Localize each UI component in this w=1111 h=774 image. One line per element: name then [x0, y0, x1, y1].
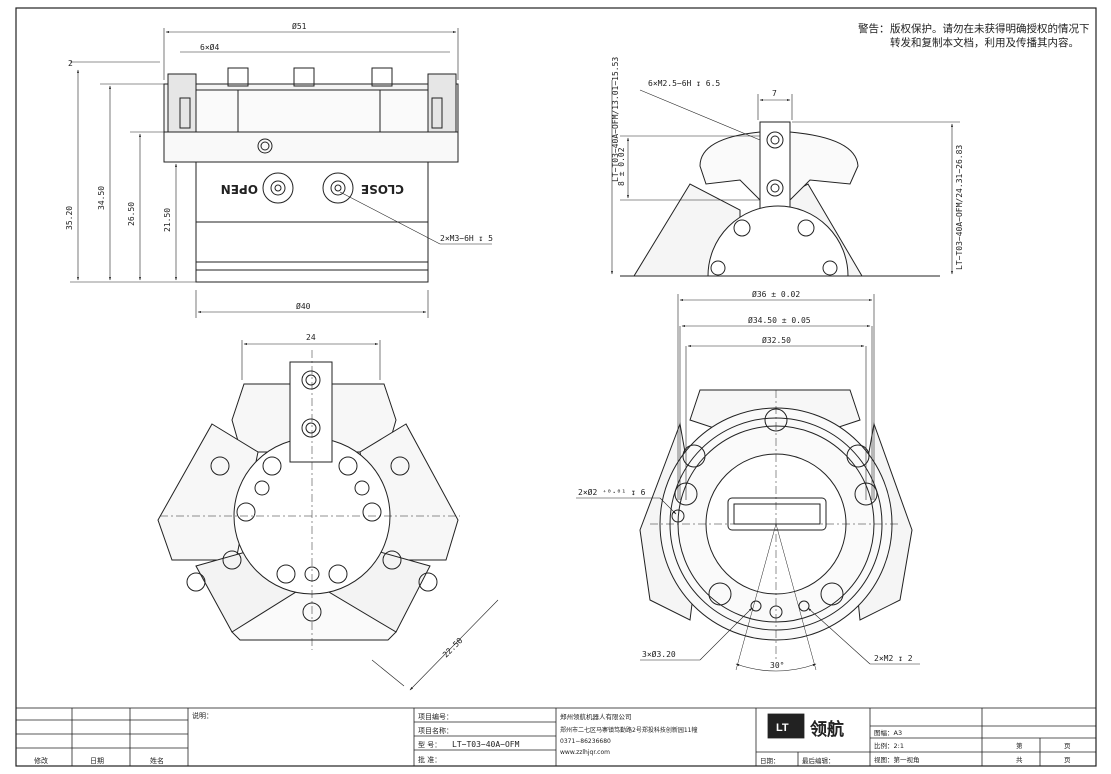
dim-diameter-51: Ø51: [292, 21, 307, 31]
tb-approve: 批 准：: [418, 755, 441, 764]
copyright-warning: 警告：版权保护。请勿在未获得明确授权的情况下 转发和复制本文档，利用及传播其内容…: [858, 23, 1090, 49]
title-block: [15, 707, 1097, 767]
tb-project-no: 项目编号：: [418, 712, 453, 721]
dim-stroke-left: LT−T03−40A−OFM/13.01−15.53: [611, 57, 620, 182]
label-close: CLOSE: [361, 182, 404, 196]
logo-text: 领航: [810, 719, 844, 740]
tb-project-name: 项目名称：: [418, 726, 453, 735]
top-view: [157, 340, 499, 691]
dim-height-34-50: 34.50: [97, 186, 106, 210]
tb-page-label: 第: [1016, 741, 1023, 750]
tb-date-col: 日期: [90, 757, 104, 765]
tb-total-unit: 页: [1064, 756, 1071, 764]
tb-page-unit: 页: [1064, 742, 1071, 750]
tb-phone: 0371−86236680: [560, 738, 611, 745]
dim-pin-holes: 2×Ø2 ⁺⁰·⁰¹ ↧ 6: [578, 487, 646, 497]
front-view: [70, 28, 492, 318]
tb-name-col: 姓名: [150, 756, 164, 765]
dim-height-26-50: 26.50: [127, 202, 136, 226]
tb-date: 日期：: [760, 757, 780, 765]
dim-holes-6x4: 6×Ø4: [200, 42, 219, 52]
dim-tol-8: 8 ± 0.02: [617, 147, 626, 186]
dim-radius-22-50: 22.50: [441, 636, 465, 660]
dim-thread-m3: 2×M3−6H ↧ 5: [440, 234, 493, 243]
label-open: OPEN: [221, 182, 258, 196]
dim-height-35-20: 35.20: [65, 206, 74, 230]
logo-mark: LT: [776, 722, 789, 734]
tb-model-label: 型 号：: [418, 740, 441, 749]
dim-thread-m2: 2×M2 ↧ 2: [874, 654, 913, 663]
tb-revision: 修改: [34, 756, 48, 765]
tb-last-edit: 最后编辑：: [802, 756, 835, 765]
dim-diameter-34-5: Ø34.50 ± 0.05: [748, 315, 811, 325]
side-view: [610, 80, 960, 277]
tb-notes: 说明：: [192, 711, 213, 720]
dim-thread-m2-5: 6×M2.5−6H ↧ 6.5: [648, 79, 720, 88]
dim-width-7: 7: [772, 89, 777, 98]
tb-address: 郑州市二七区马寨镇笃勤路2号郑投科技创新园11幢: [560, 726, 697, 734]
tb-total-label: 共: [1016, 755, 1023, 764]
tb-model-value: LT−T03−40A−OFM: [452, 740, 520, 749]
tb-frame-size: 图幅：A3: [874, 728, 902, 737]
tb-scale: 比例：2:1: [874, 741, 904, 750]
dim-stroke-right: LT−T03−40A−OFM/24.31−26.83: [955, 145, 964, 270]
dim-height-2: 2: [68, 59, 73, 68]
dim-diameter-32-5: Ø32.50: [762, 335, 791, 345]
dim-diameter-40: Ø40: [296, 301, 311, 311]
tb-website: www.zzlhjqr.com: [560, 749, 610, 756]
tb-company: 郑州领航机器人有限公司: [560, 712, 632, 721]
dim-diameter-36: Ø36 ± 0.02: [752, 289, 800, 299]
tb-view: 视图：第一视角: [874, 755, 920, 764]
dim-width-24: 24: [306, 333, 316, 342]
dim-height-21-50: 21.50: [163, 208, 172, 232]
dim-angle-30: 30°: [770, 661, 784, 670]
bottom-view: [576, 294, 920, 672]
dim-holes-3-20: 3×Ø3.20: [642, 649, 676, 659]
